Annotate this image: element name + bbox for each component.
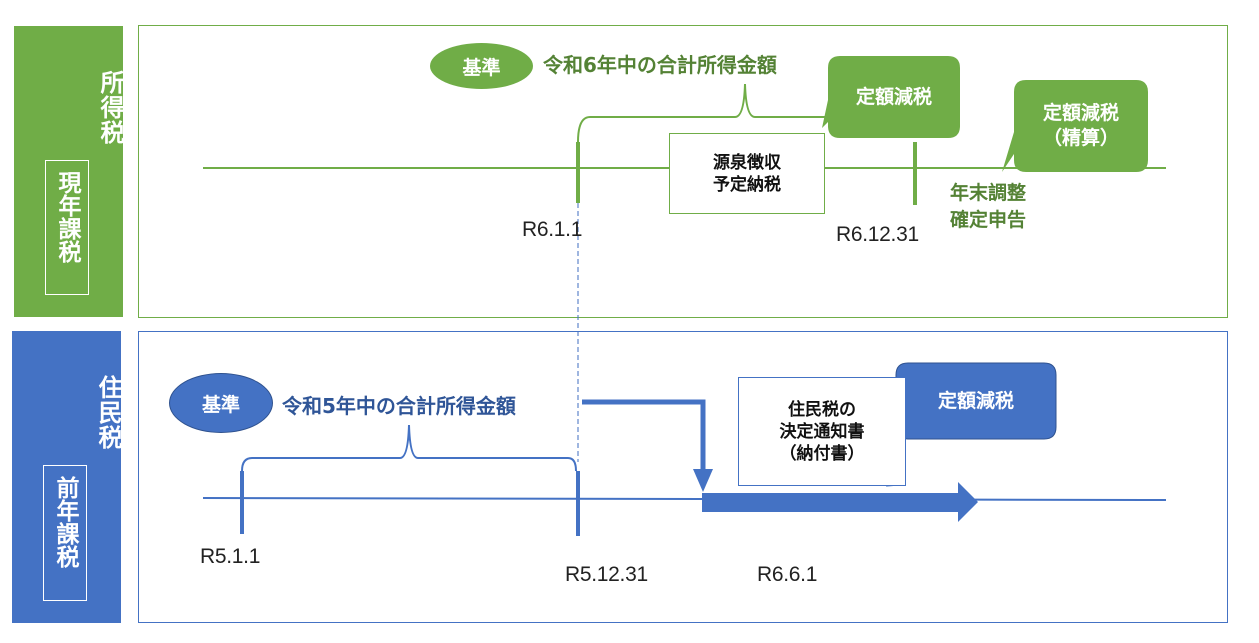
notice-note-line-1: 住民税の (788, 399, 856, 420)
settlement-bubble-shape (1002, 80, 1148, 172)
payment-period-arrow (702, 482, 978, 522)
resident-flat-reduction-bubble: 定額減税 (896, 363, 1056, 439)
settlement-bubble-line-2: （精算） (1042, 127, 1119, 149)
withholding-note-line-1: 源泉徴収 (713, 152, 781, 173)
income-basis-badge: 基準 (430, 43, 533, 89)
year-end-label: 年末調整 確定申告 (950, 180, 1026, 234)
income-basis-title: 令和6年中の合計所得金額 (543, 53, 777, 77)
elbow-arrow-line (582, 399, 706, 470)
resident-tax-timeline (202, 497, 1167, 501)
income-tax-label: 所得税 (96, 69, 124, 145)
withholding-note: 源泉徴収 予定納税 (669, 133, 825, 214)
income-brace (577, 83, 830, 143)
income-basis-badge-label: 基準 (462, 56, 501, 79)
resident-tax-side-label: 住民税 前年課税 (12, 331, 122, 623)
resident-flat-reduction-bubble-shape (891, 362, 1057, 440)
resident-basis-title: 令和5年中の合計所得金額 (282, 394, 516, 418)
current-year-taxation-label: 現年課税 (54, 171, 80, 263)
settlement-bubble-line-1: 定額減税 (1042, 102, 1119, 124)
flat-reduction-bubble: 定額減税 (828, 56, 960, 138)
withholding-note-line-2: 予定納税 (713, 174, 781, 195)
settlement-bubble: 定額減税 （精算） (1014, 80, 1148, 172)
flat-reduction-bubble-label: 定額減税 (855, 85, 932, 108)
resident-basis-badge: 基準 (169, 373, 273, 433)
date-r5-12-31: R5.12.31 (565, 563, 648, 586)
notice-note-line-2: 決定通知書 (779, 421, 865, 442)
flat-reduction-bubble-shape (822, 56, 960, 138)
date-r6-12-31: R6.12.31 (836, 223, 919, 246)
notice-note-line-3: （納付書） (779, 443, 865, 464)
resident-flat-reduction-bubble-label: 定額減税 (937, 389, 1014, 412)
date-r5-1-1: R5.1.1 (200, 545, 261, 568)
final-tax-return-label: 確定申告 (950, 209, 1027, 231)
resident-brace (241, 424, 577, 472)
year-end-adjustment-label: 年末調整 (950, 182, 1027, 204)
income-tax-side-label: 所得税 現年課税 (14, 26, 124, 317)
current-year-taxation-box: 現年課税 (45, 160, 89, 295)
previous-year-taxation-label: 前年課税 (52, 476, 78, 568)
date-r6-1-1: R6.1.1 (522, 218, 583, 241)
date-r6-6-1: R6.6.1 (757, 563, 818, 586)
resident-tax-label: 住民税 (94, 374, 122, 450)
resident-basis-badge-label: 基準 (201, 393, 240, 416)
notice-note: 住民税の 決定通知書 （納付書） (738, 377, 906, 486)
elbow-arrow-head (693, 469, 713, 492)
previous-year-taxation-box: 前年課税 (43, 465, 87, 601)
